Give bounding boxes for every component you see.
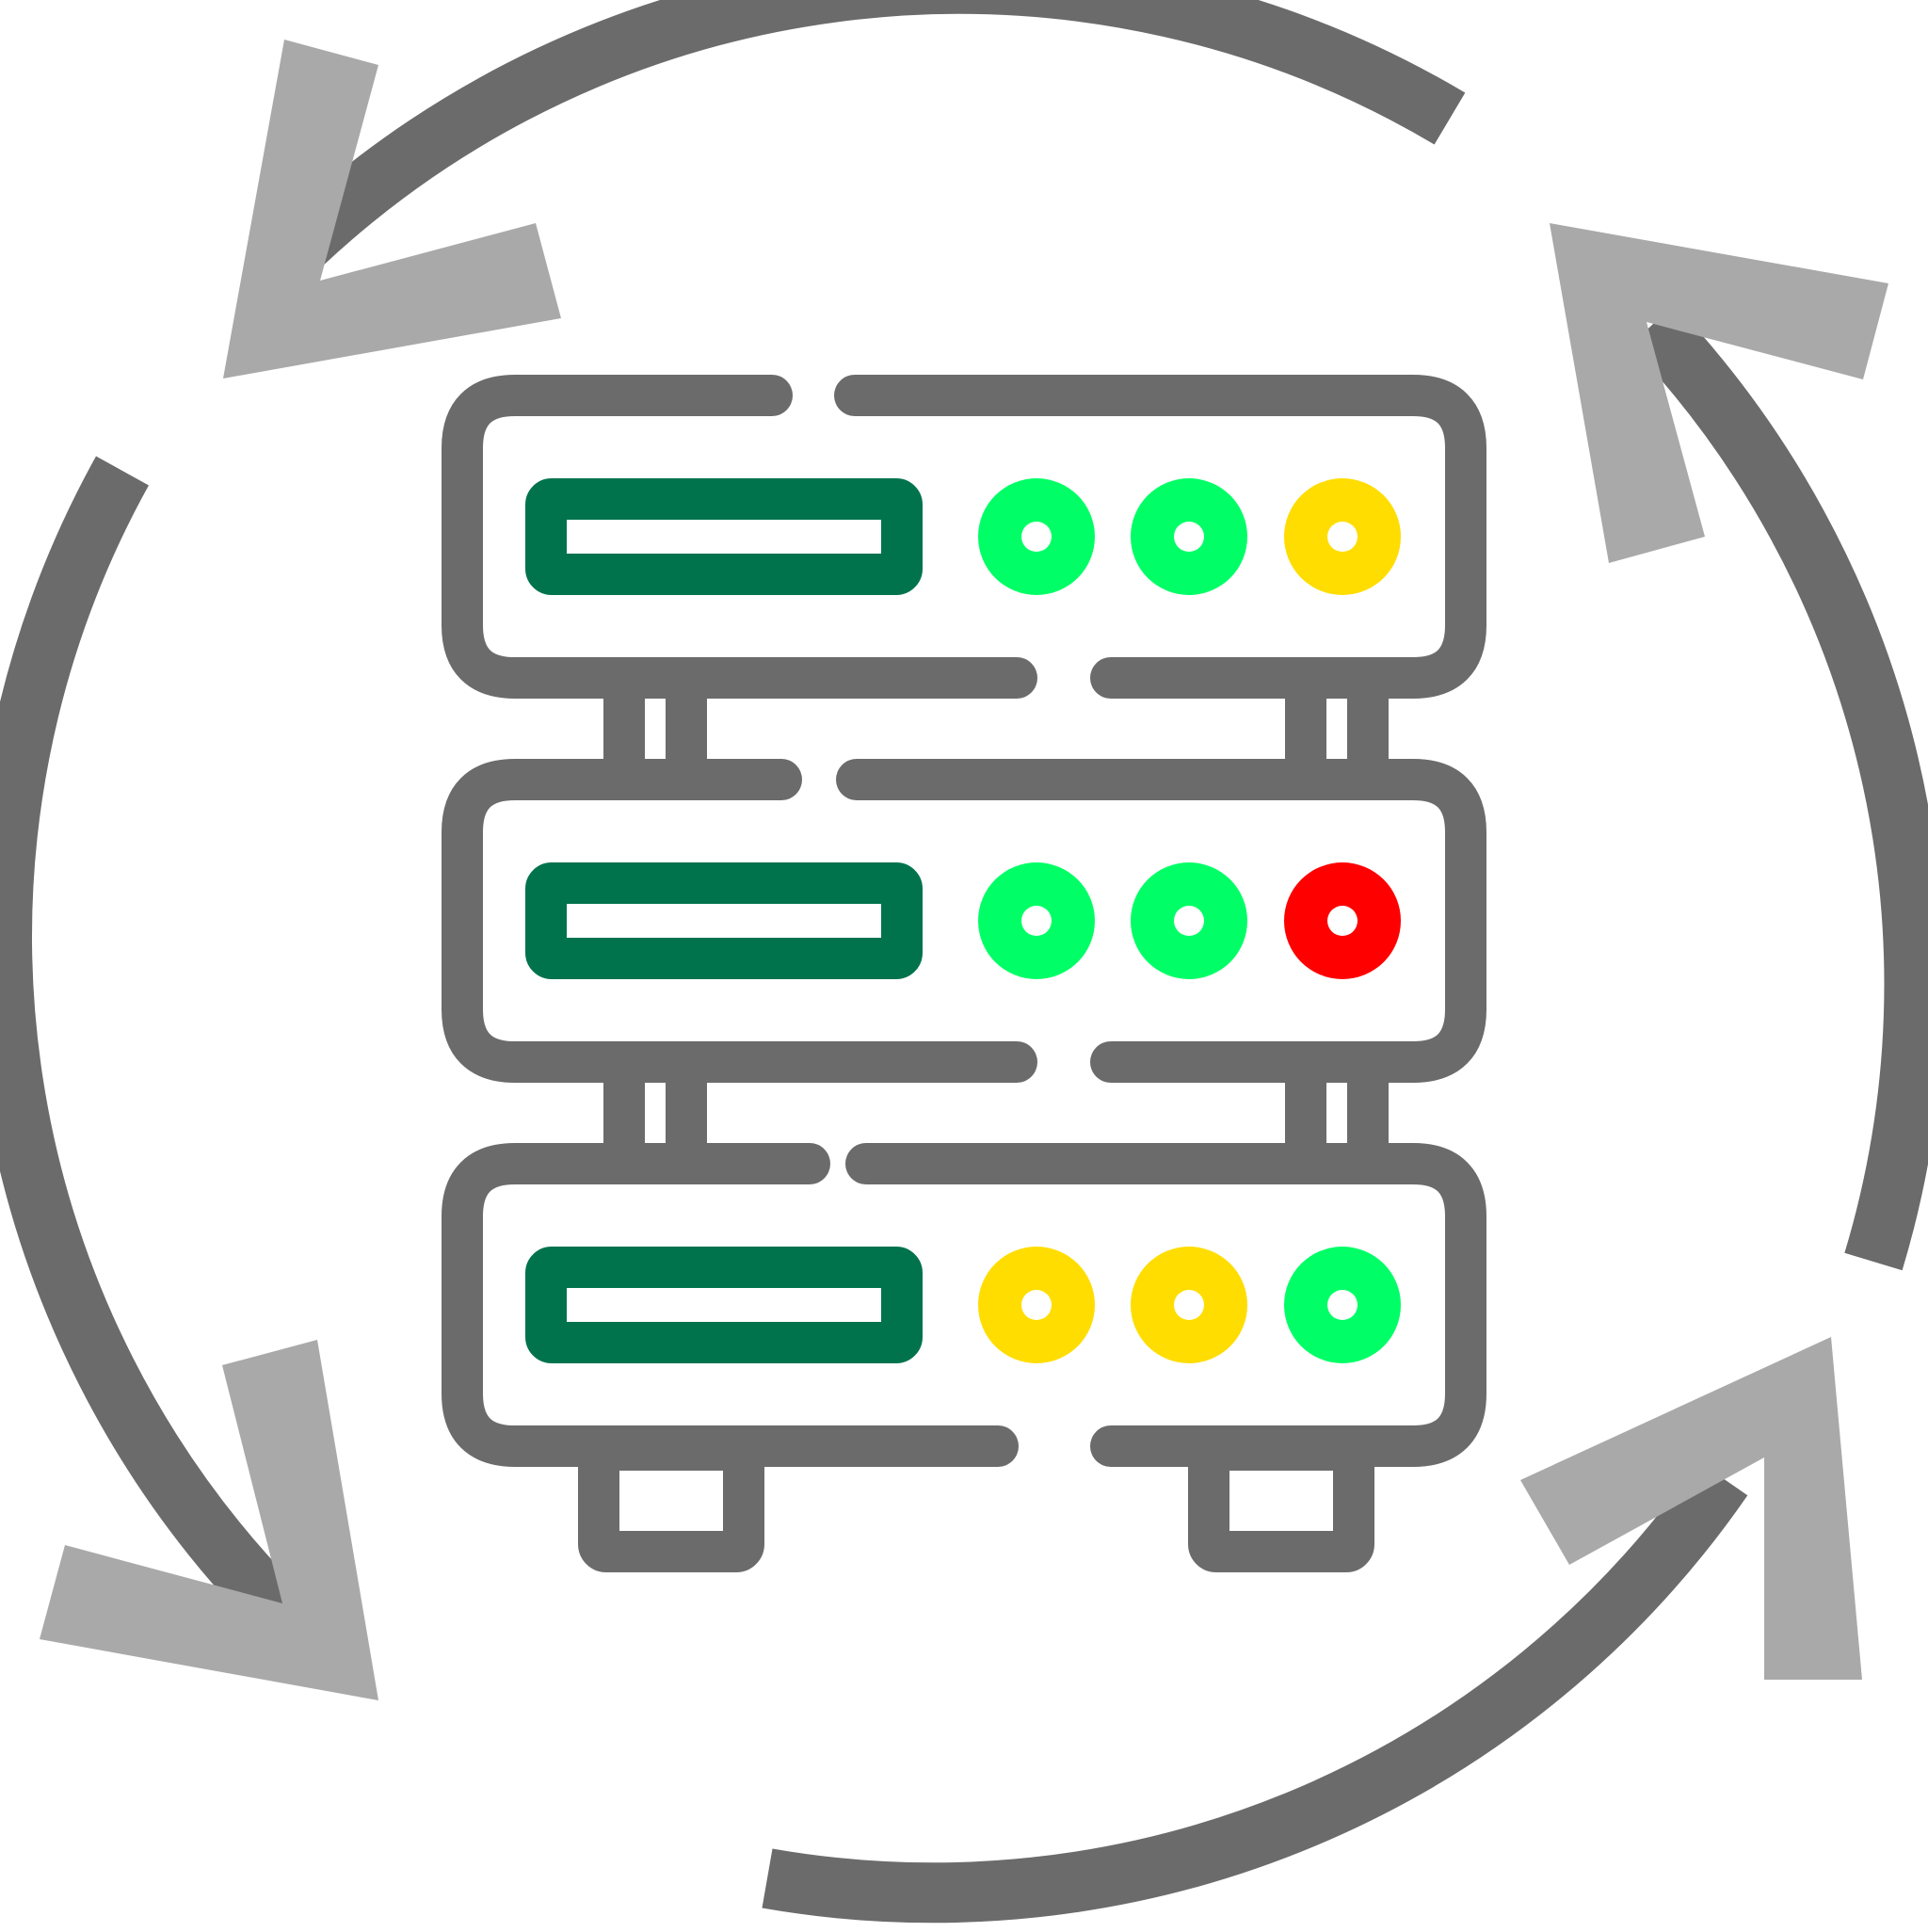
server-unit-top	[442, 375, 1486, 699]
server-unit-middle	[442, 759, 1486, 1083]
arc-bottom	[762, 1460, 1748, 1924]
status-led-center	[1327, 1290, 1358, 1320]
sync-arrow-top-right	[1550, 223, 1888, 563]
arc-left	[0, 456, 304, 1636]
status-led-center	[1174, 522, 1204, 552]
status-led-center	[1174, 906, 1204, 936]
status-led-center	[1021, 906, 1052, 936]
arc-right	[1630, 304, 1928, 1271]
arc-top	[281, 0, 1466, 267]
drive-slot	[525, 862, 923, 979]
status-led-center	[1021, 1290, 1052, 1320]
server-unit-background	[462, 395, 1466, 678]
server-unit-outline	[442, 375, 1486, 699]
sync-arrow-heads	[40, 40, 1888, 1700]
server-unit-outline	[442, 759, 1486, 1083]
server-unit-bottom	[442, 1143, 1486, 1467]
server-unit-background	[462, 780, 1466, 1062]
status-led-center	[1021, 522, 1052, 552]
status-led-center	[1327, 906, 1358, 936]
drive-slot	[525, 478, 923, 595]
status-led-center	[1327, 522, 1358, 552]
status-led-center	[1174, 1290, 1204, 1320]
sync-arrow-top-left	[223, 40, 561, 378]
sync-arrow-bottom-right	[1520, 1337, 1862, 1680]
sync-arrow-bottom-left	[40, 1340, 378, 1700]
server-unit-background	[462, 1164, 1466, 1446]
server-unit-outline	[442, 1143, 1486, 1467]
drive-slot	[525, 1247, 923, 1363]
server-units	[442, 375, 1486, 1467]
